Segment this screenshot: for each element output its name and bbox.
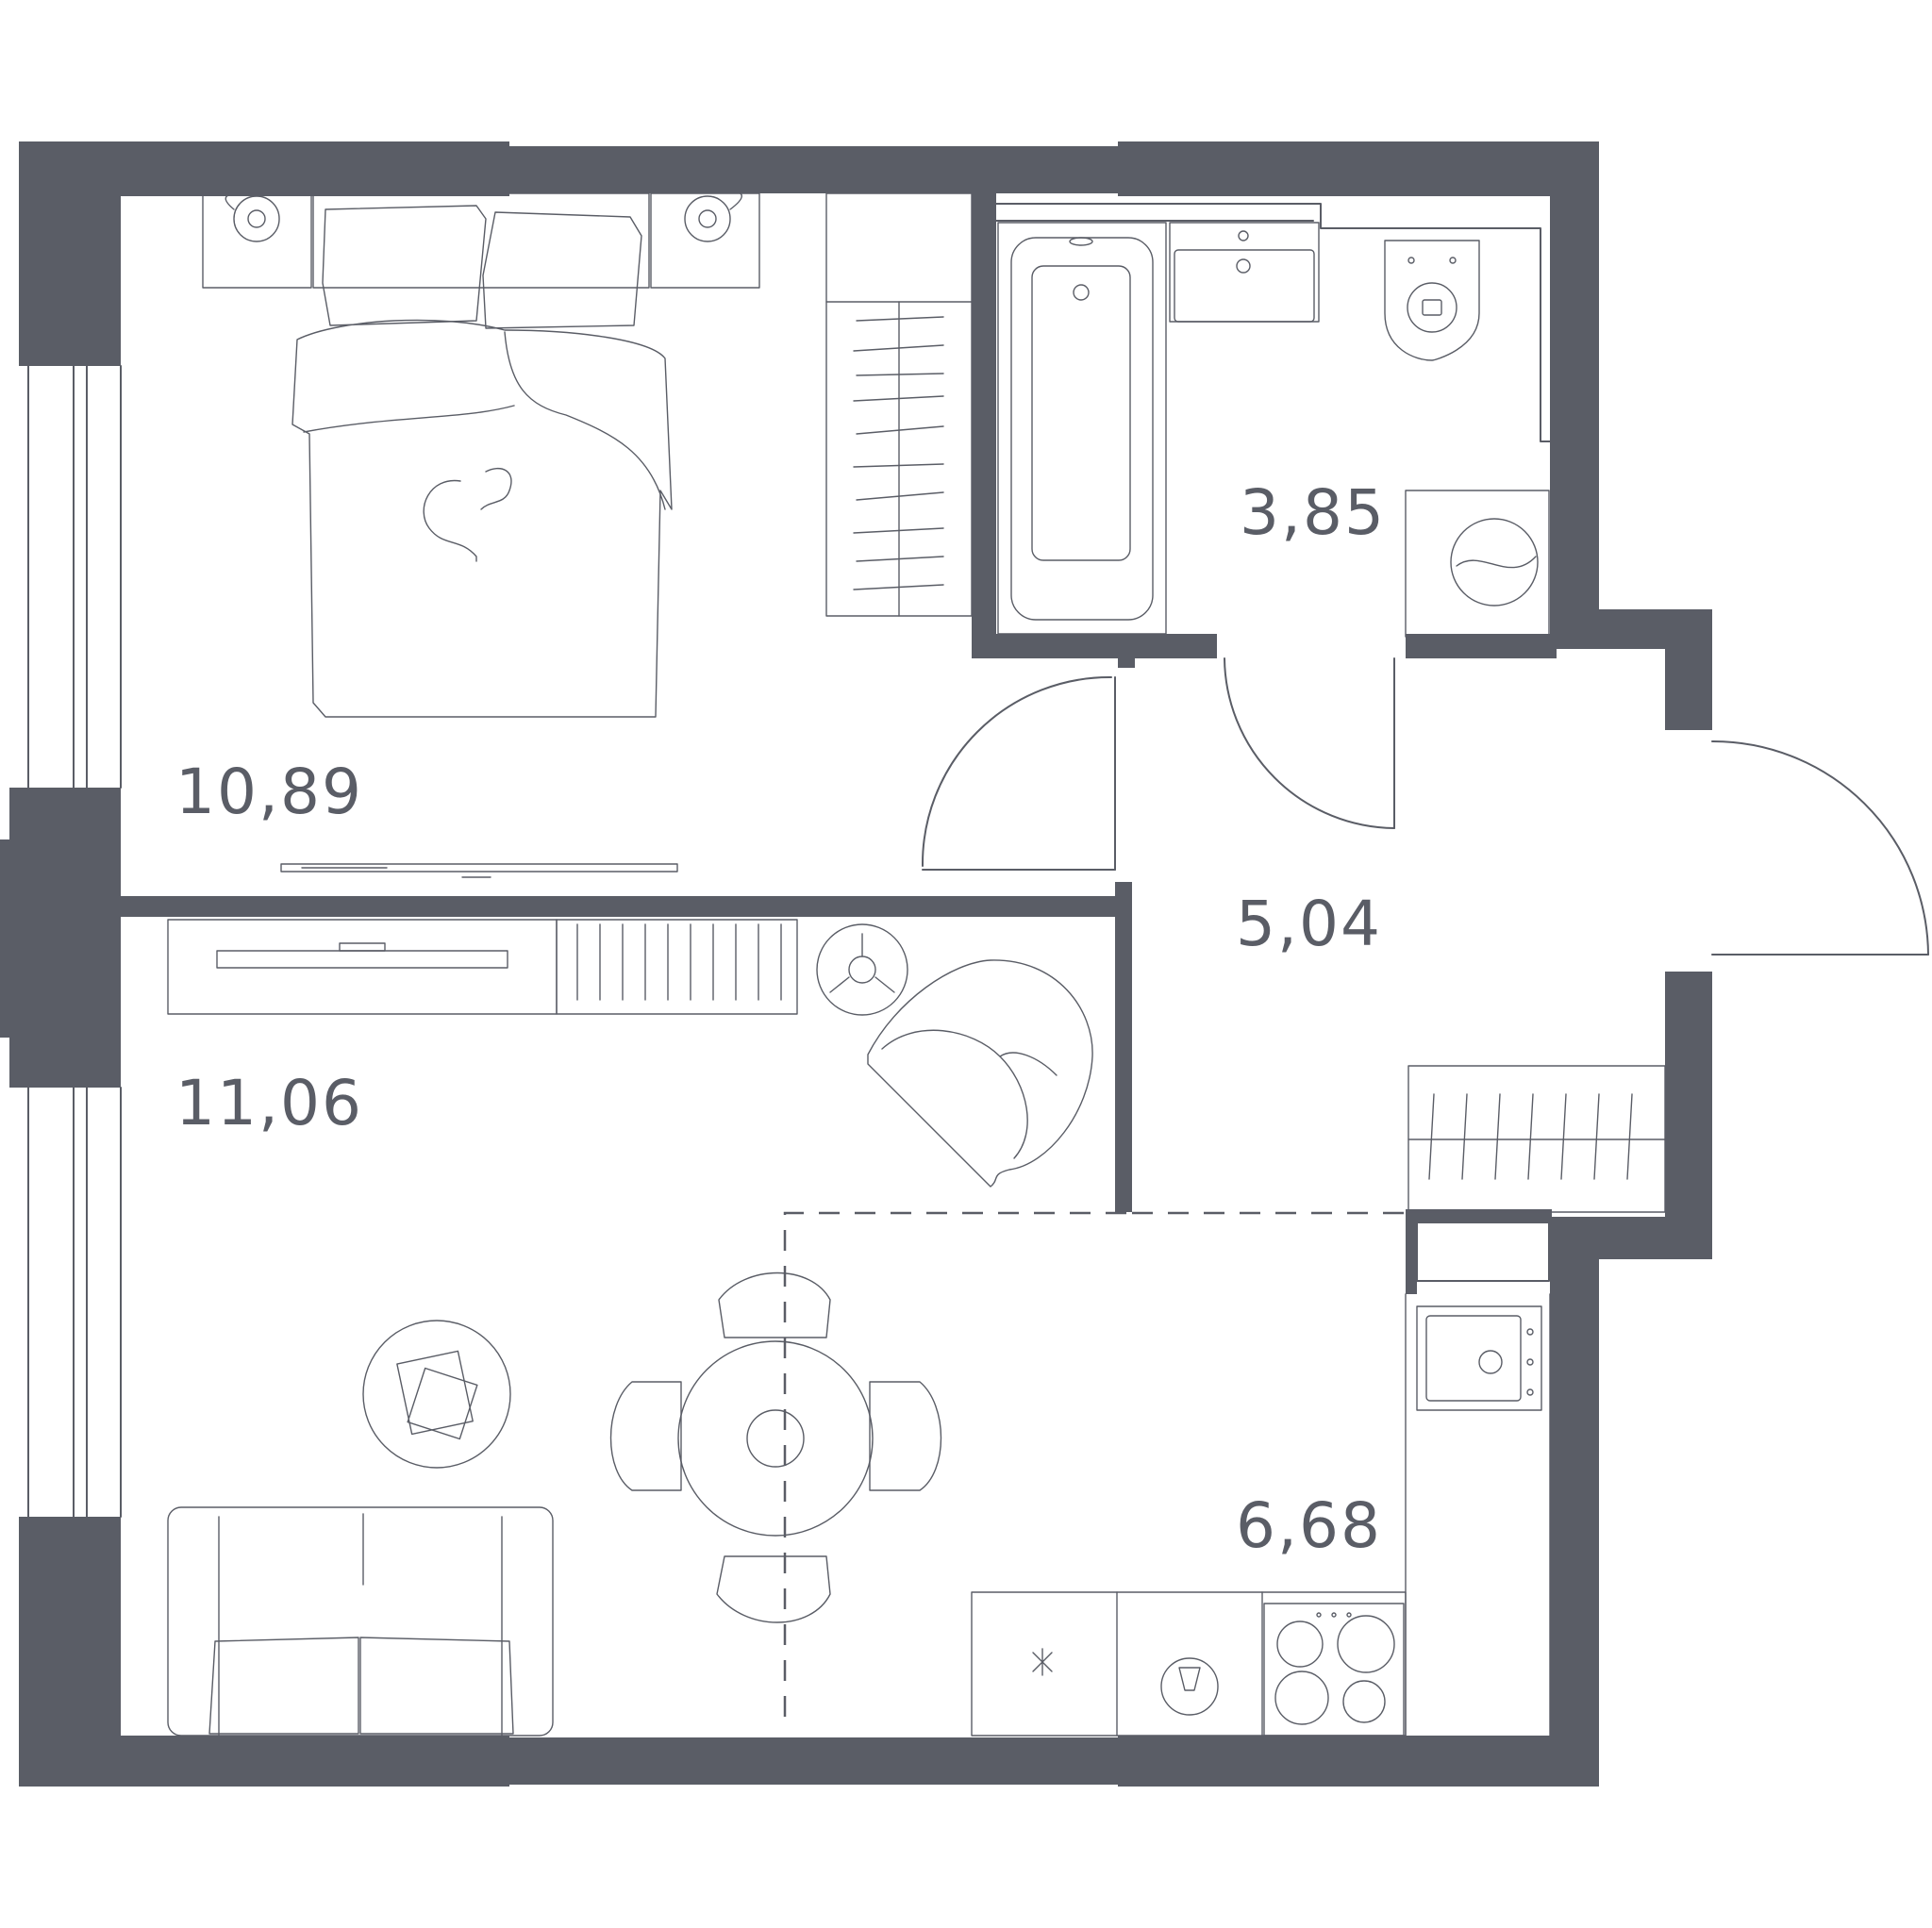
walls (0, 141, 1712, 1787)
dining-table (609, 1271, 942, 1623)
hallway-wardrobe (1407, 1065, 1666, 1213)
dishwasher (1160, 1657, 1219, 1716)
nightstand-left (202, 192, 312, 289)
living-furniture (167, 919, 1093, 1737)
toilet (1384, 240, 1480, 361)
bathroom-area-label: 3,85 (1240, 476, 1386, 549)
washbasin (1169, 222, 1320, 323)
cooktop (1263, 1603, 1405, 1737)
coffee-table (362, 1320, 511, 1469)
kitchen-area-label: 6,68 (1236, 1489, 1382, 1562)
hallway-area-label: 5,04 (1236, 888, 1382, 960)
doors (783, 657, 1929, 1717)
living-area-label: 11,06 (175, 1067, 363, 1139)
tv-bedroom (280, 863, 678, 878)
armchair (867, 959, 1093, 1188)
double-bed (291, 192, 673, 718)
kitchen-counter (971, 1591, 1407, 1737)
kitchen-fixtures (971, 1293, 1551, 1737)
bathroom-fixtures (997, 222, 1550, 638)
nightstand-right (650, 190, 760, 289)
bathtub (997, 222, 1167, 635)
tv-cabinet (167, 919, 798, 1015)
bedroom-furniture (202, 190, 973, 878)
side-table (816, 923, 908, 1016)
wardrobe (825, 192, 973, 617)
bedroom-area-label: 10,89 (175, 756, 363, 828)
kitchen-sink (1416, 1305, 1542, 1411)
left-windows (27, 365, 122, 1518)
washing-machine (1405, 490, 1550, 638)
sofa (167, 1506, 554, 1737)
